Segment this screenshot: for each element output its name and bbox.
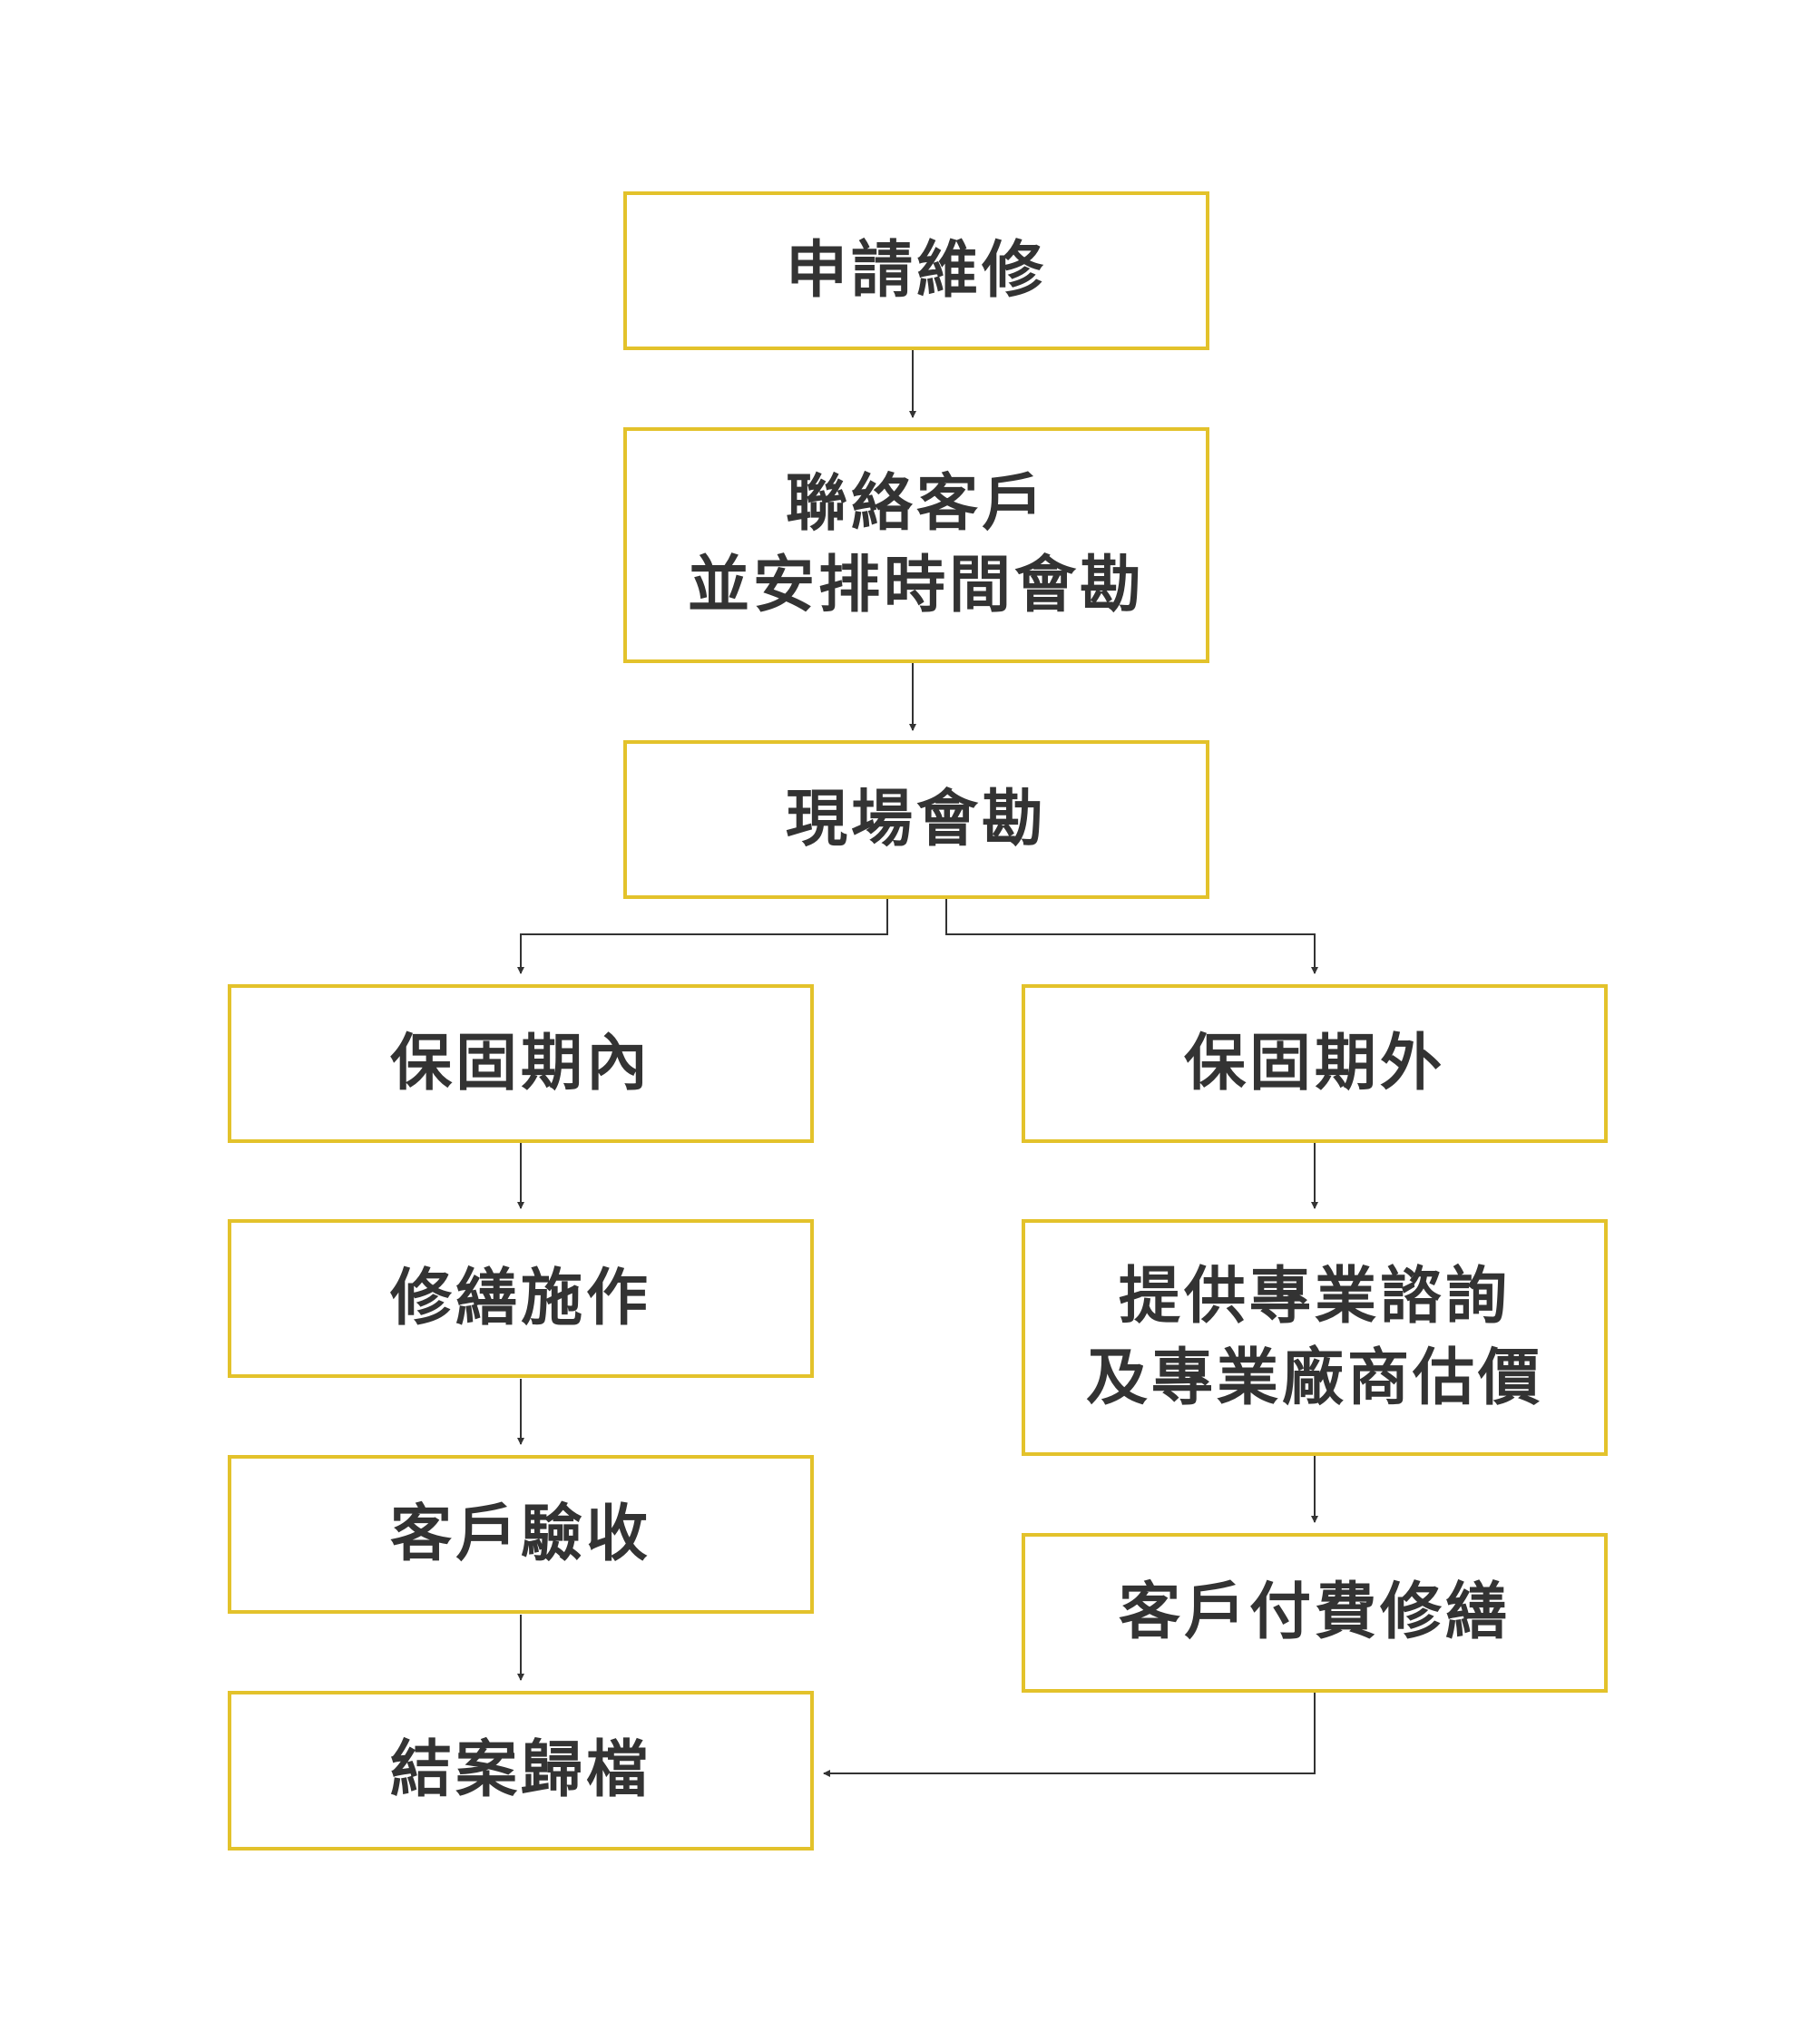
node-site-survey-text: 現場會勘 [785,783,1047,855]
node-within-warranty: 保固期內 [228,984,814,1143]
node-out-of-warranty-text: 保固期外 [1183,1027,1445,1099]
arrow-survey-to-out-of-warranty [945,898,1318,974]
node-close-archive-text: 結案歸檔 [389,1734,651,1806]
node-customer-acceptance: 客戶驗收 [228,1455,814,1614]
arrow-survey-to-within-warranty [517,898,888,974]
node-repair-work: 修繕施作 [228,1219,814,1378]
node-contact-customer: 聯絡客戶 並安排時間會勘 [623,427,1209,663]
node-apply-repair-text: 申請維修 [785,234,1047,307]
node-consult-quote: 提供專業諮詢 及專業廠商估價 [1022,1219,1608,1456]
node-consult-quote-line-1: 提供專業諮詢 [1118,1260,1511,1333]
node-contact-customer-line-2: 並安排時間會勘 [687,550,1145,621]
node-contact-customer-line-1: 聯絡客戶 [785,468,1047,540]
node-out-of-warranty: 保固期外 [1022,984,1608,1143]
node-paid-repair: 客戶付費修繕 [1022,1533,1608,1693]
node-within-warranty-text: 保固期內 [389,1027,651,1099]
node-paid-repair-text: 客戶付費修繕 [1118,1577,1511,1648]
node-apply-repair: 申請維修 [623,191,1209,350]
arrow-paid-repair-to-close [823,1692,1316,1777]
node-customer-acceptance-text: 客戶驗收 [389,1498,651,1570]
node-close-archive: 結案歸檔 [228,1691,814,1851]
node-consult-quote-line-2: 及專業廠商估價 [1085,1342,1543,1414]
node-repair-work-text: 修繕施作 [389,1262,651,1334]
node-site-survey: 現場會勘 [623,740,1209,899]
